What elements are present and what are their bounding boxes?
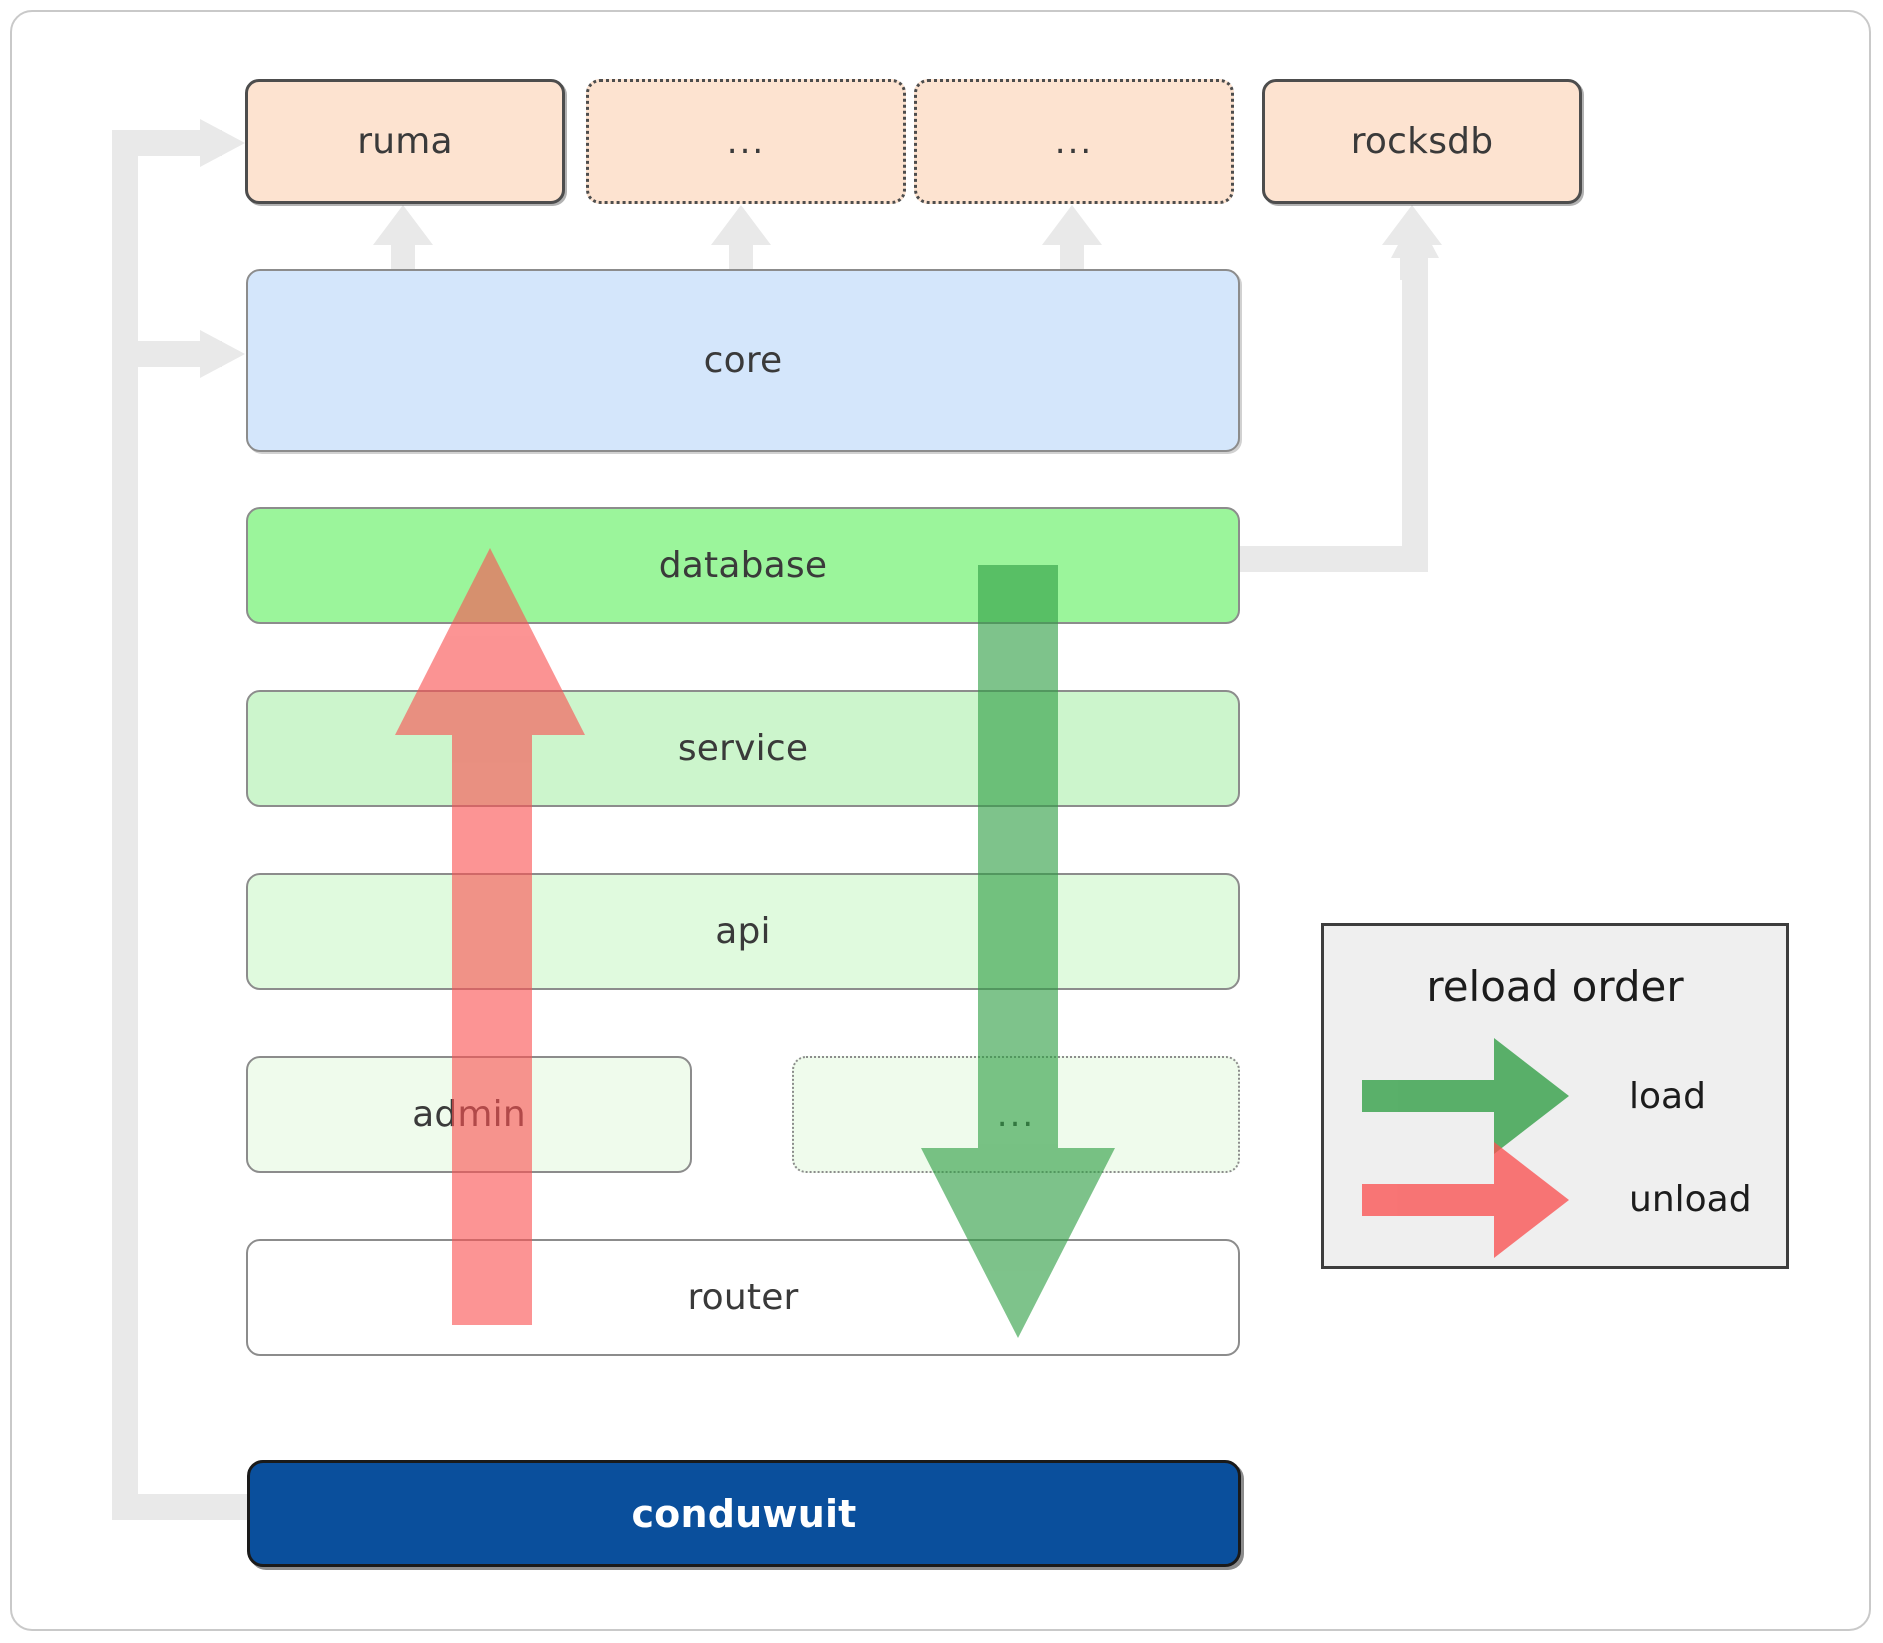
dep-label-rocksdb: rocksdb [1350,120,1494,162]
root-label: conduwuit [631,1491,857,1536]
dep-box-ruma[interactable]: ruma [245,79,565,204]
crate-label-router: router [687,1276,799,1318]
core-label: core [703,339,783,381]
dep-box-ellipsis-1[interactable]: ... [586,79,906,204]
root-box-conduwuit[interactable]: conduwuit [247,1460,1241,1567]
dep-label-ellipsis-2: ... [1054,121,1094,162]
crate-box-ellipsis[interactable]: ... [792,1056,1240,1173]
diagram-frame [10,10,1871,1631]
legend-panel: reload order load unload [1321,923,1789,1269]
legend-label-load: load [1629,1076,1706,1117]
core-box[interactable]: core [246,269,1240,452]
legend-title: reload order [1426,962,1684,1011]
unload-arrow-icon [1362,1142,1569,1258]
dep-box-rocksdb[interactable]: rocksdb [1262,79,1582,204]
crate-box-service[interactable]: service [246,690,1240,807]
crate-label-ellipsis: ... [996,1094,1036,1135]
crate-box-router[interactable]: router [246,1239,1240,1356]
legend-label-unload: unload [1629,1179,1752,1220]
crate-box-database[interactable]: database [246,507,1240,624]
legend-arrow-icons [1362,1038,1569,1258]
crate-box-api[interactable]: api [246,873,1240,990]
dep-box-ellipsis-2[interactable]: ... [914,79,1234,204]
crate-label-database: database [658,544,828,586]
dep-label-ruma: ruma [357,120,453,162]
crate-label-service: service [677,727,809,769]
load-arrow-icon [1362,1038,1569,1154]
crate-box-admin[interactable]: admin [246,1056,692,1173]
dep-label-ellipsis-1: ... [726,121,766,162]
crate-label-api: api [715,910,771,952]
crate-label-admin: admin [412,1093,526,1135]
